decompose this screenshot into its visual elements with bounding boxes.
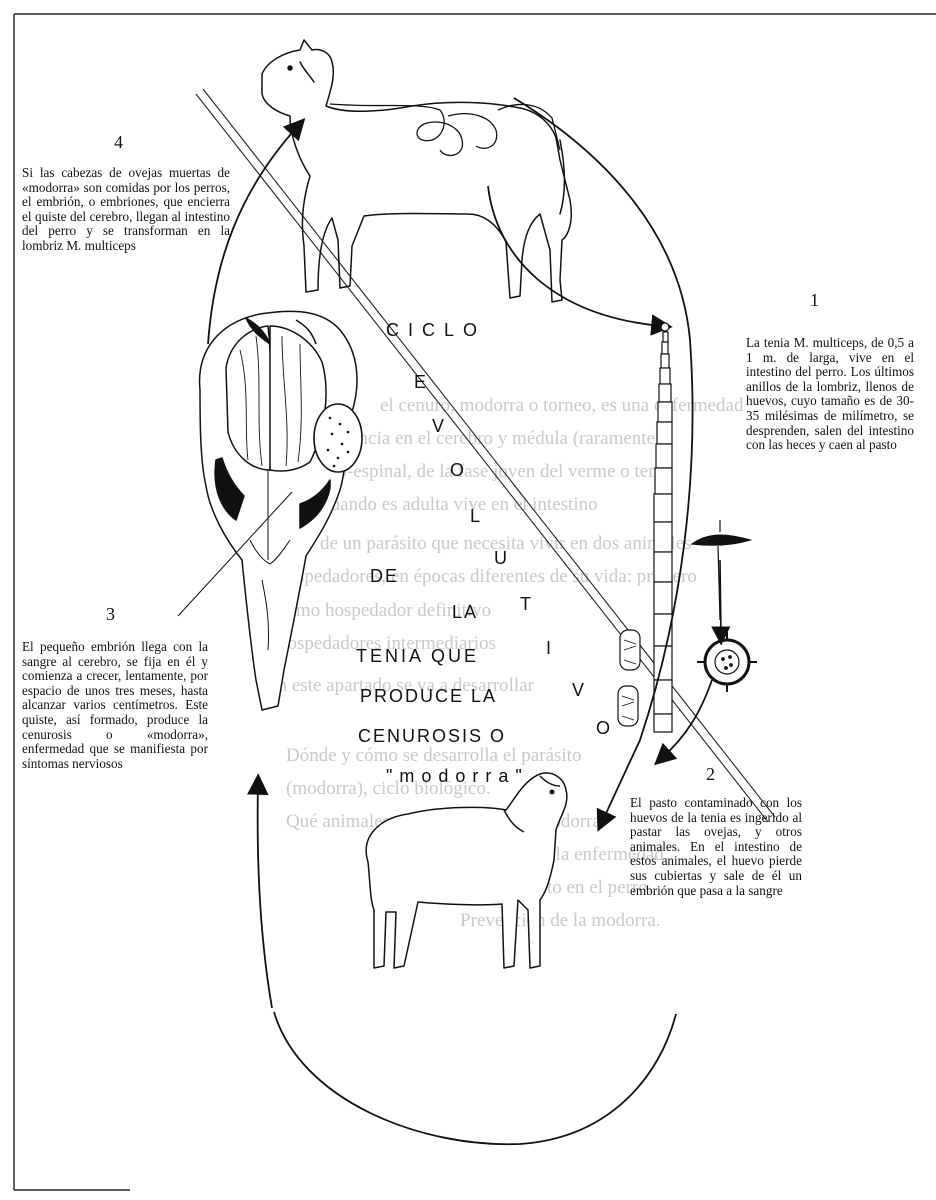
- title-ciclo: CICLO: [386, 320, 486, 341]
- title-de: DE: [370, 566, 399, 587]
- tapeworm: [654, 323, 672, 732]
- title-line-5: CENUROSIS O: [358, 726, 506, 747]
- arrow-dog-to-worm: [488, 186, 662, 326]
- title-letter: L: [470, 506, 480, 527]
- arrow-sheep-to-skull: [258, 784, 272, 1008]
- dog-illustration: [262, 40, 571, 302]
- skull-illustration: [200, 311, 362, 710]
- step-3-number: 3: [106, 604, 115, 625]
- arrow-bottom-arc: [274, 1012, 676, 1144]
- title-letter: E: [414, 372, 426, 393]
- sheep-illustration: [366, 773, 567, 968]
- step-2-caption: El pasto contaminado con los huevos de l…: [630, 796, 802, 898]
- title-la: LA: [452, 602, 478, 623]
- step-3-caption: El pequeño embrión llega con la sangre a…: [22, 640, 208, 771]
- detached-segments: [618, 630, 640, 726]
- step-1-number: 1: [810, 290, 819, 311]
- title-line-4: PRODUCE LA: [360, 686, 497, 707]
- egg-illustration: [697, 632, 757, 692]
- title-letter: T: [520, 594, 531, 615]
- title-letter: O: [450, 460, 464, 481]
- title-letter: O: [596, 718, 610, 739]
- step-4-number: 4: [114, 132, 123, 153]
- title-letter: U: [494, 548, 507, 569]
- title-letter: V: [432, 416, 444, 437]
- step-2-number: 2: [706, 764, 715, 785]
- arrow-to-egg: [720, 560, 721, 636]
- title-line-6: " m o d o r r a ": [386, 766, 523, 787]
- step-1-caption: La tenia M. multiceps, de 0,5 a 1 m. de …: [746, 336, 914, 453]
- title-line-3: TENIA QUE: [356, 646, 479, 667]
- title-letter: I: [546, 638, 551, 659]
- step-4-caption: Si las cabezas de ovejas muertas de «mod…: [22, 166, 230, 254]
- title-letter: V: [572, 680, 584, 701]
